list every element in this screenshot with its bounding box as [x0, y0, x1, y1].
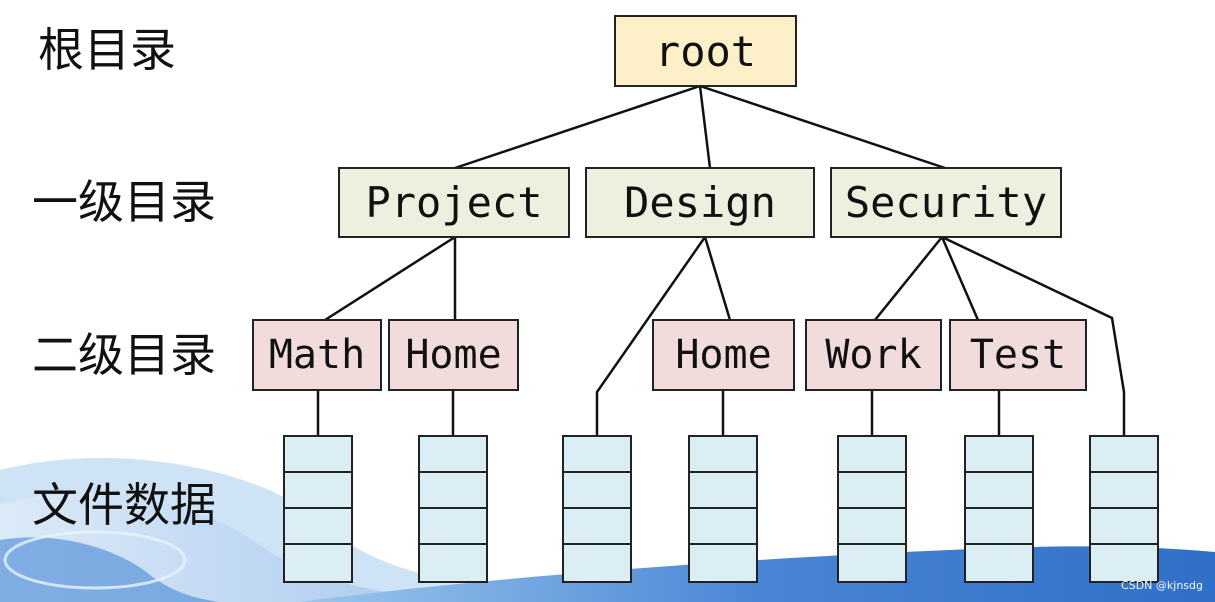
connector-root-design	[698, 85, 712, 169]
file-stack-test	[964, 435, 1034, 583]
connector-root-project	[454, 84, 701, 170]
node-design-home: Home	[652, 319, 795, 391]
node-project-home: Home	[388, 319, 519, 391]
connector-security-work	[874, 236, 943, 321]
label-level1-directory: 一级目录	[32, 175, 216, 229]
node-design: Design	[585, 167, 815, 238]
node-project-math: Math	[252, 319, 382, 391]
connector-design-files	[595, 236, 707, 436]
watermark: CSDN @kjnsdg	[1121, 579, 1203, 592]
file-stack-math	[283, 435, 353, 583]
label-level2-directory: 二级目录	[32, 328, 216, 382]
node-root: root	[614, 15, 797, 87]
label-file-data: 文件数据	[32, 478, 216, 532]
connector-security-test	[940, 236, 980, 321]
node-security-test: Test	[949, 319, 1087, 391]
connector-project-math	[324, 235, 456, 322]
node-security-work: Work	[805, 319, 942, 391]
file-stack-design	[562, 435, 632, 583]
file-stack-design-home	[688, 435, 758, 583]
connector-design-home	[703, 236, 732, 321]
connector-security-files	[941, 235, 1126, 436]
file-stack-project-home	[418, 435, 488, 583]
node-security: Security	[830, 167, 1062, 238]
node-project: Project	[338, 167, 570, 238]
file-stack-security	[1089, 435, 1159, 583]
connector-root-security	[699, 84, 946, 170]
label-root-directory: 根目录	[38, 23, 176, 77]
file-stack-work	[837, 435, 907, 583]
